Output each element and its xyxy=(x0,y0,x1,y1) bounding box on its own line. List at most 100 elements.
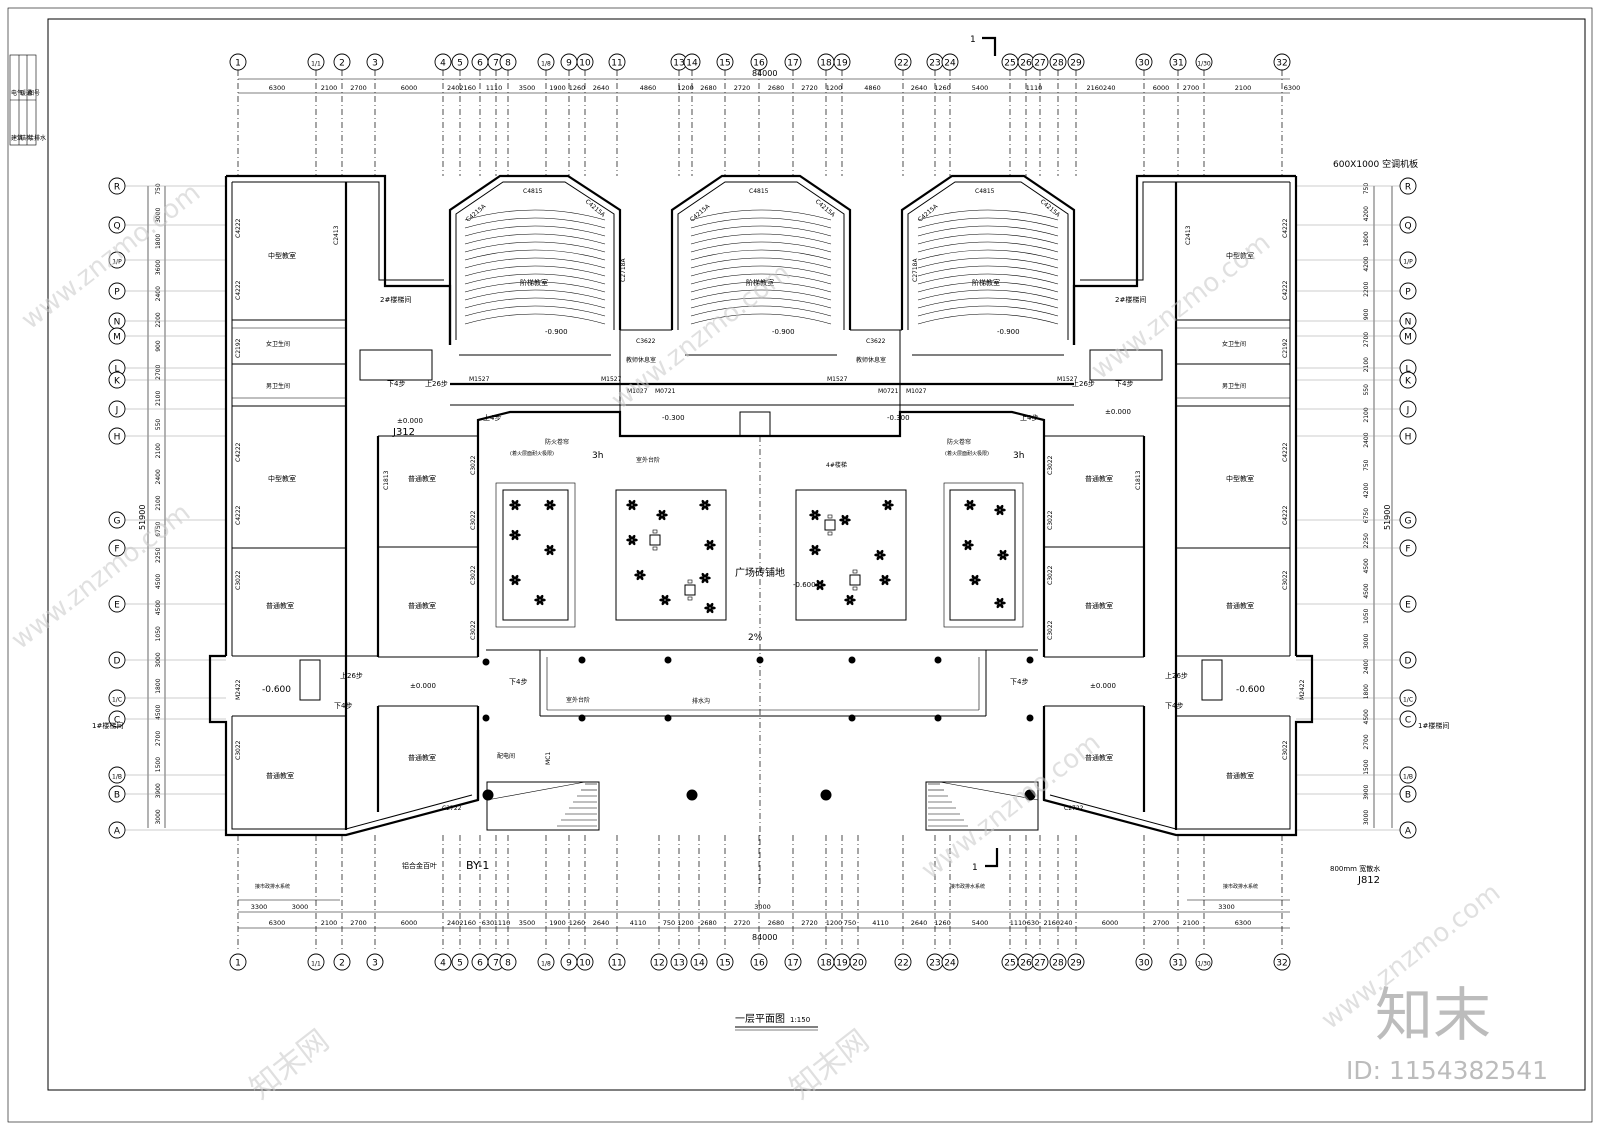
axis-bubble-left: 1/P xyxy=(108,251,126,269)
axis-bubble-top: 4 xyxy=(434,53,452,71)
dimension-text: 550 xyxy=(1363,384,1370,396)
dimension-text: 1500 xyxy=(155,757,162,772)
door-tag-m2422-l: M2422 xyxy=(235,679,242,700)
axis-bubble-left: K xyxy=(108,371,126,389)
seating-row xyxy=(917,289,1059,301)
axis-bubble-bottom-label: 1/30 xyxy=(1197,961,1211,968)
level-ground-2: ±0.000 xyxy=(1105,408,1131,416)
window-tag-c4222-r2: C4222 xyxy=(1282,280,1289,300)
axis-bubble-top: 6 xyxy=(471,53,489,71)
dimension-text: 1900 xyxy=(549,84,566,92)
column-small xyxy=(664,656,672,664)
axis-bubble-right-label: D xyxy=(1405,657,1412,667)
tree-icon xyxy=(809,509,821,521)
axis-bubble-bottom: 12 xyxy=(650,953,668,971)
axis-bubble-bottom: 17 xyxy=(784,953,802,971)
axis-bubble-left-label: G xyxy=(114,517,121,527)
axis-bubble-bottom-label: 1 xyxy=(235,959,241,969)
axis-bubble-top: 8 xyxy=(499,53,517,71)
tree-icon xyxy=(874,549,886,561)
axis-bubble-right-label: L xyxy=(1405,365,1410,375)
axis-bubble-left: N xyxy=(108,312,126,330)
note-drain: 排水沟 xyxy=(692,697,710,705)
axis-bubble-right: K xyxy=(1399,371,1417,389)
dimension-text: 2250 xyxy=(1363,533,1370,548)
axis-bubble-bottom-label: 1/1 xyxy=(311,961,321,968)
seating-row xyxy=(464,249,606,261)
axis-bubble-right-label: A xyxy=(1405,827,1412,837)
axis-bubble-top-label: 27 xyxy=(1034,59,1045,69)
table-icon xyxy=(684,579,696,601)
dimension-text: 2640 xyxy=(593,919,610,927)
window-tag-c2722-l: C2722 xyxy=(442,805,462,812)
dimension-text: 1260 xyxy=(569,84,586,92)
axis-bubble-right: C xyxy=(1399,710,1417,728)
axis-bubble-left-label: 1/P xyxy=(112,259,122,266)
axis-bubble-right: F xyxy=(1399,539,1417,557)
axis-bubble-left: G xyxy=(108,511,126,529)
dimension-text: 1050 xyxy=(155,626,162,641)
column-small xyxy=(848,656,856,664)
dimension-text: 1110 xyxy=(486,84,503,92)
level-ground-1: ±0.000 xyxy=(397,417,423,425)
dimension-text: 1110 xyxy=(494,919,511,927)
door-tag-m0721-2: M0721 xyxy=(878,388,899,395)
axis-bubble-top: 25 xyxy=(1001,53,1019,71)
axis-bubble-bottom-label: 7 xyxy=(493,959,499,969)
tree-icon xyxy=(879,574,891,586)
room-normal-class-right-5: 普通教室 xyxy=(1085,753,1113,762)
note-rainwater-1: 接市政排水系统 xyxy=(255,883,290,890)
axis-bubble-left: B xyxy=(108,785,126,803)
room-male-wc-right: 男卫生间 xyxy=(1222,382,1246,390)
axis-bubble-left: P xyxy=(108,282,126,300)
window-tag-c2192-r: C2192 xyxy=(1282,338,1289,358)
window-tag-c2718a-2: C2718A xyxy=(912,258,919,282)
door-tag-m0721-1: M0721 xyxy=(655,388,676,395)
seating-row xyxy=(464,241,606,253)
axis-bubble-bottom-label: 10 xyxy=(579,959,591,969)
axis-bubble-top: 28 xyxy=(1049,53,1067,71)
seating-row xyxy=(690,289,832,301)
seating-row xyxy=(690,281,832,293)
axis-bubble-bottom: 11 xyxy=(608,953,626,971)
tree-icon xyxy=(962,539,974,551)
axis-bubble-bottom-label: 2 xyxy=(339,959,345,969)
axis-bubble-top: 19 xyxy=(833,53,851,71)
tree-icon xyxy=(814,579,826,591)
dimension-text: 750 xyxy=(1363,459,1370,471)
dimension-text: 1110 xyxy=(1010,919,1027,927)
axis-bubble-top: 30 xyxy=(1135,53,1153,71)
dimension-text: 2700 xyxy=(155,364,162,379)
structural-columns xyxy=(482,656,1036,801)
dimension-text: 6300 xyxy=(1235,919,1252,927)
dimension-text: 2700 xyxy=(1363,332,1370,347)
axis-bubble-top-label: 7 xyxy=(493,59,499,69)
axis-bubble-top: 2 xyxy=(333,53,351,71)
axis-bubble-bottom-label: 1/8 xyxy=(541,961,551,968)
axis-bubble-bottom: 22 xyxy=(894,953,912,971)
stair-landings xyxy=(299,349,1223,701)
overall-dimension-bottom: 84000 xyxy=(752,933,777,942)
axis-bubble-left: F xyxy=(108,539,126,557)
room-lecture-1: 阶梯教室 xyxy=(520,278,548,287)
axis-bubble-top-label: 4 xyxy=(440,59,446,69)
level-entry-right: -0.600 xyxy=(1236,685,1265,695)
room-normal-class-left-5: 普通教室 xyxy=(408,753,436,762)
axis-bubble-right-label: M xyxy=(1404,333,1412,343)
axis-bubble-right-label: K xyxy=(1405,377,1412,387)
seating-row xyxy=(464,233,606,245)
axis-bubble-bottom: 6 xyxy=(471,953,489,971)
axis-bubble-top: 14 xyxy=(683,53,701,71)
window-tag-c3022-r3: C3022 xyxy=(1047,455,1054,475)
axis-bubble-bottom: 3 xyxy=(366,953,384,971)
axis-bubble-right: B xyxy=(1399,785,1417,803)
note-dim800: 800mm 宽散水 xyxy=(1330,864,1380,873)
tree-icon xyxy=(509,529,521,541)
door-tag-m1027-1: M1027 xyxy=(627,388,648,395)
axis-bubble-left-label: M xyxy=(113,333,121,343)
dimension-text: 4500 xyxy=(155,600,162,615)
room-middle-class-left-top: 中型教室 xyxy=(268,251,296,260)
axis-bubble-right-label: R xyxy=(1405,183,1411,193)
